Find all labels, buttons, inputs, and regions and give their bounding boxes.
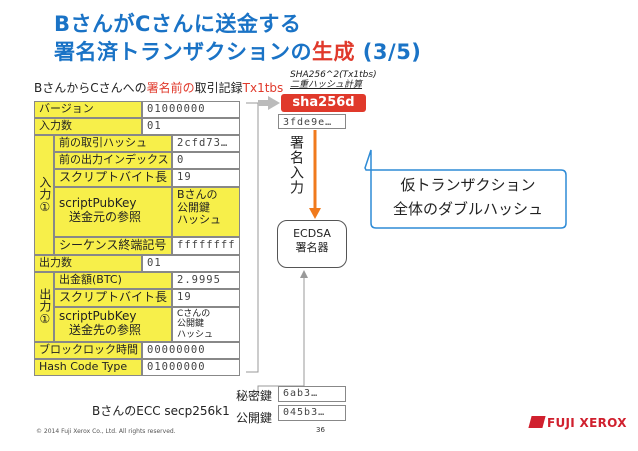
private-key-label: 秘密鍵 (236, 389, 273, 403)
page-number: 36 (316, 426, 325, 434)
output-side-label: 出力① (34, 272, 54, 342)
script-pubkey-value: Bさんの 公開鍵 ハッシュ (172, 187, 240, 237)
logo-mark-icon (528, 416, 546, 428)
sha-note: SHA256^2(Tx1tbs) 二重ハッシュ計算 (290, 70, 377, 90)
copyright: © 2014 Fuji Xerox Co., Ltd. All rights r… (36, 428, 176, 435)
fuji-xerox-logo: FUJI XEROX (528, 416, 627, 430)
callout-text: 仮トランザクション 全体のダブルハッシュ (378, 173, 558, 221)
callout-line-2: 全体のダブルハッシュ (392, 200, 543, 218)
amount-label: 出金額(BTC) (54, 272, 172, 289)
output-script-length-value: 19 (172, 289, 240, 307)
script-pubkey-sub: 送金元の参照 (69, 209, 142, 224)
hashcode-type-label: Hash Code Type (34, 359, 142, 376)
callout-bubble (364, 149, 567, 229)
sha-note-caption: 二重ハッシュ計算 (290, 80, 363, 90)
locktime-value: 00000000 (142, 342, 240, 359)
ecdsa-title: ECDSA (293, 227, 331, 240)
output-count-value: 01 (142, 255, 240, 272)
input-count-label: 入力数 (34, 118, 142, 135)
script-pubkey-label: scriptPubKey 送金元の参照 (54, 187, 172, 237)
script-pubkey-value-3: ハッシュ (177, 213, 221, 227)
prev-hash-label: 前の取引ハッシュ (54, 135, 172, 152)
output-script-pubkey-value: Cさんの 公開鍵 ハッシュ (172, 307, 240, 342)
script-pubkey-title: scriptPubKey (59, 196, 137, 210)
subtitle: BさんからCさんへの署名前の取引記録Tx1tbs (34, 79, 283, 96)
script-length-label: スクリプトバイト長 (54, 169, 172, 187)
prev-index-label: 前の出力インデックス (54, 152, 172, 169)
hashcode-type-value: 01000000 (142, 359, 240, 376)
output-pubkey-value-1: Cさんの (177, 309, 211, 319)
output-pubkey-value-3: ハッシュ (177, 329, 214, 340)
title-page: (3/5) (355, 40, 422, 64)
subtitle-post: 取引記録 (194, 81, 243, 95)
sign-input-label: 署名入力 (288, 135, 304, 195)
subtitle-red: 署名前の (146, 81, 195, 95)
key-connector (257, 276, 305, 395)
script-length-value: 19 (172, 169, 240, 187)
output-script-pubkey-sub: 送金先の参照 (69, 322, 142, 337)
sequence-label: シーケンス終端記号 (54, 237, 172, 255)
ecdsa-signer: ECDSA 署名器 (277, 220, 347, 268)
output-count-label: 出力数 (34, 255, 142, 272)
slide-title-line-1: BさんがCさんに送金する (54, 12, 302, 36)
output-script-pubkey-title: scriptPubKey (59, 309, 137, 323)
input-arrow (258, 96, 280, 110)
sequence-value: ffffffff (172, 237, 240, 255)
script-pubkey-value-2: 公開鍵 (177, 200, 210, 214)
private-key-value: 6ab3… (278, 386, 346, 402)
prev-hash-value: 2cfd73… (172, 135, 240, 152)
subtitle-tx: Tx1tbs (242, 81, 284, 95)
prev-index-value: 0 (172, 152, 240, 169)
logo-text: FUJI XEROX (547, 416, 627, 430)
ecc-label: BさんのECC secp256k1 (92, 404, 230, 418)
public-key-label: 公開鍵 (236, 411, 273, 425)
sign-input-arrow-head (309, 208, 321, 219)
ecdsa-subtitle: 署名器 (295, 241, 329, 254)
input-side-label: 入力① (34, 135, 54, 255)
sha256d-box: sha256d (281, 94, 366, 112)
title-main: 署名済トランザクションの (54, 40, 312, 64)
public-key-value: 045b3… (278, 405, 346, 421)
output-script-pubkey-label: scriptPubKey 送金先の参照 (54, 307, 172, 342)
key-arrow-head (300, 270, 308, 278)
output-pubkey-value-2: 公開鍵 (177, 319, 205, 330)
table-bracket (246, 102, 259, 373)
slide-title-line-2: 署名済トランザクションの生成 (3/5) (54, 36, 421, 66)
version-value: 01000000 (142, 101, 240, 118)
locktime-label: ブロックロック時間 (34, 342, 142, 359)
output-script-length-label: スクリプトバイト長 (54, 289, 172, 307)
amount-value: 2.9995 (172, 272, 240, 289)
title-emphasis: 生成 (312, 40, 355, 64)
version-label: バージョン (34, 101, 142, 118)
callout-line-1: 仮トランザクション (400, 176, 536, 194)
subtitle-pre: BさんからCさんへの (34, 81, 147, 95)
hash-result: 3fde9e… (278, 114, 346, 129)
sha-note-formula: SHA256^2(Tx1tbs) (290, 70, 377, 80)
input-count-value: 01 (142, 118, 240, 135)
script-pubkey-value-1: Bさんの (177, 188, 218, 201)
